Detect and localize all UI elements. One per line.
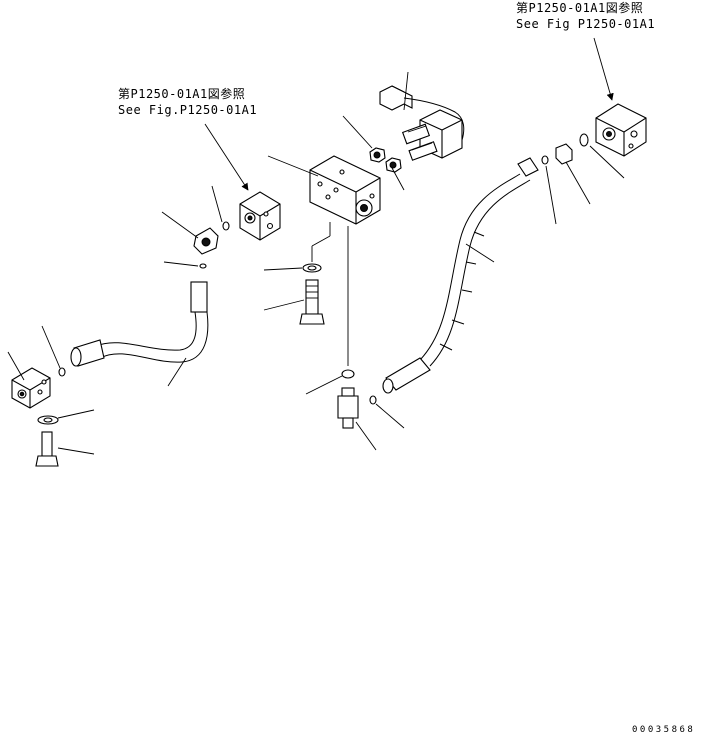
reference-right: 第P1250-01A1図参照 See Fig P1250-01A1 [516, 0, 655, 101]
center-valve-block [309, 155, 381, 225]
reference-right-jp: 第P1250-01A1図参照 [516, 0, 643, 15]
left-hose [58, 281, 209, 377]
center-nuts [369, 147, 402, 173]
left-bolt [35, 415, 59, 467]
right-hose [382, 157, 539, 394]
left-bottom-block [11, 367, 51, 409]
solenoid-assembly [379, 85, 465, 161]
left-elbow-fitting [193, 221, 230, 269]
leader-lines [7, 71, 625, 455]
center-bolt [299, 222, 331, 325]
reference-right-arrow [593, 37, 614, 101]
reference-left-en: See Fig.P1250-01A1 [118, 103, 257, 117]
center-fitting [337, 226, 377, 429]
right-mount-block [595, 103, 647, 157]
left-mount-block [239, 191, 281, 241]
reference-left: 第P1250-01A1図参照 See Fig.P1250-01A1 [118, 86, 257, 191]
reference-right-en: See Fig P1250-01A1 [516, 17, 655, 31]
right-fittings [541, 133, 589, 165]
reference-left-arrow [204, 123, 249, 191]
drawing-code: 00035868 [632, 725, 695, 735]
reference-left-jp: 第P1250-01A1図参照 [118, 86, 245, 101]
